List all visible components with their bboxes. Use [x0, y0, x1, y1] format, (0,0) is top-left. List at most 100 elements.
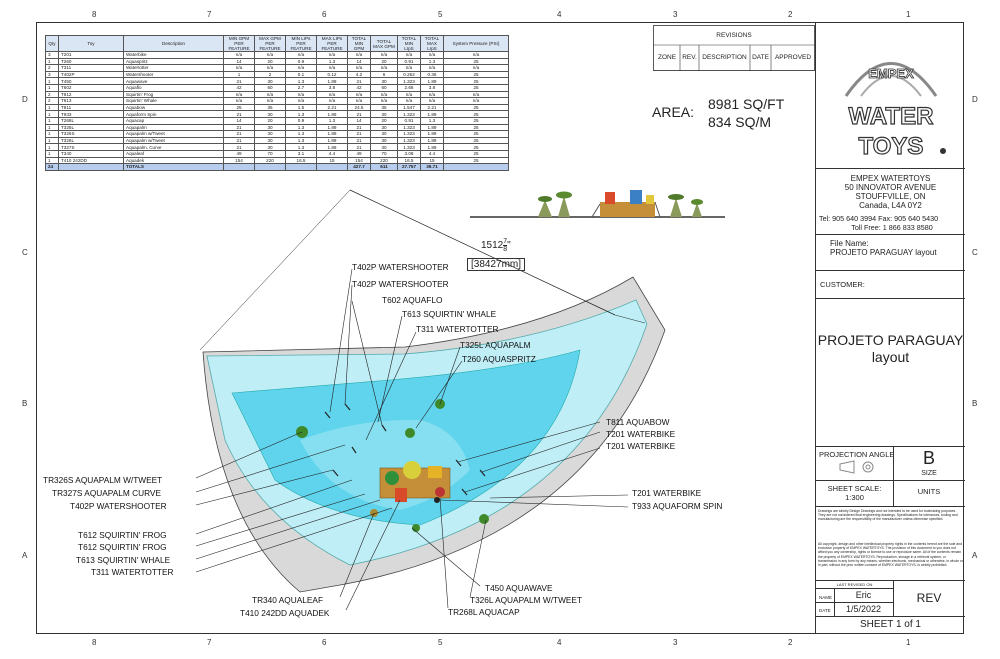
- col-min-lips: MIN LIPs PER FEATURE: [285, 35, 317, 52]
- callout-t201-waterbike-2: T201 WATERBIKE: [606, 441, 676, 451]
- area-sqft: 8981 SQ/FT: [708, 96, 785, 112]
- col-qty: Qty: [45, 35, 59, 52]
- callout-t201-waterbike-3: T201 WATERBIKE: [632, 488, 702, 498]
- project-title: PROJETO PARAGUAY layout: [816, 332, 965, 366]
- callout-tr340-aqualeaf: TR340 AQUALEAF: [252, 595, 324, 605]
- dimension-imperial-unit: ": [507, 240, 511, 252]
- date-value: 1/5/2022: [845, 604, 882, 614]
- last-revised-label: LAST REVISED ON: [836, 582, 873, 587]
- disclaimer-2: All copyright, design and other intellec…: [818, 542, 963, 568]
- dimension-line-c: [614, 314, 646, 324]
- company-address-1: 50 INNOVATOR AVENUE: [844, 183, 937, 192]
- elevation-structure: [591, 190, 661, 218]
- dimension-imperial-num: 7: [503, 238, 508, 246]
- rev-col-zone: ZONE: [657, 54, 677, 61]
- dimension-imperial-den: 8: [503, 246, 508, 253]
- quantity-table-header: Qty Toy Description MIN GPM PER FEATURE …: [45, 35, 509, 52]
- col-max-lips: MAX LIPs PER FEATURE: [316, 35, 348, 52]
- elevation-palm-2: [556, 191, 572, 217]
- zone-bottom-3: 3: [673, 638, 678, 647]
- callout-t311-watertotter-1: T311 WATERTOTTER: [416, 324, 499, 334]
- projection-angle-label: PROJECTION ANGLE: [819, 450, 895, 459]
- zone-top-7: 7: [207, 10, 212, 19]
- callout-t402p-watershooter-3: T402P WATERSHOOTER: [70, 501, 167, 511]
- callout-t201-waterbike-1: T201 WATERBIKE: [606, 429, 676, 439]
- zone-left-C: C: [22, 248, 28, 257]
- elevation-palm-4: [691, 199, 703, 217]
- aquadek-structure: [379, 461, 451, 502]
- zone-left-A: A: [22, 551, 28, 560]
- project-title-line-1: PROJETO PARAGUAY: [817, 332, 964, 348]
- col-description: Description: [123, 35, 224, 52]
- dimension-metric: [38427mm]: [467, 258, 526, 271]
- svg-text:TOYS: TOYS: [859, 133, 924, 160]
- callout-t602-aquaflo: T602 AQUAFLO: [382, 295, 443, 305]
- callout-tr327s-aquapalm-curve: TR327S AQUAPALM CURVE: [52, 488, 161, 498]
- callout-tr326s-aquapalm-tweet: TR326S AQUAPALM W/TWEET: [43, 475, 163, 485]
- revisions-title: REVISIONS: [716, 32, 752, 39]
- zone-top-8: 8: [92, 10, 97, 19]
- zone-left-B: B: [22, 399, 28, 408]
- zone-right-B: B: [972, 399, 978, 408]
- elevation-palm-3: [668, 194, 684, 217]
- zone-top-6: 6: [322, 10, 327, 19]
- sheet-number: SHEET 1 of 1: [860, 619, 921, 630]
- revisions-block: REVISIONS ZONE REV. DESCRIPTION DATE APP…: [653, 25, 815, 71]
- company-address-2: STOUFFVILLE, ON: [855, 192, 926, 201]
- empex-logo-graphic: EMPEX WATER TOYS: [844, 62, 946, 161]
- callout-t402p-watershooter-2: T402P WATERSHOOTER: [352, 279, 449, 289]
- zone-bottom-5: 5: [438, 638, 443, 647]
- col-total-min-gpm: TOTAL MIN GPM: [347, 35, 371, 52]
- title-block: EMPEX WATER TOYS EMPEX WATERTOYS 50 INNO…: [815, 22, 965, 634]
- callout-t933-aquaform-spin: T933 AQUAFORM SPIN: [632, 501, 723, 511]
- callout-tr268l-aquacap: TR268L AQUACAP: [448, 607, 520, 617]
- rev-label: REV: [916, 591, 942, 605]
- revisions-grid: [653, 25, 815, 71]
- table-cell: [443, 163, 509, 171]
- zone-bottom-2: 2: [788, 638, 793, 647]
- zone-right-D: D: [972, 95, 978, 104]
- company-name: EMPEX WATERTOYS: [850, 174, 931, 183]
- rev-col-rev: REV.: [682, 54, 697, 61]
- date-label: DATE: [819, 608, 831, 613]
- drawing-frame: [36, 22, 964, 634]
- zone-top-5: 5: [438, 10, 443, 19]
- units-label: UNITS: [917, 487, 941, 496]
- col-toy: Toy: [58, 35, 124, 52]
- callout-t326l-aquapalm-tweet: T326L AQUAPALM W/TWEET: [470, 595, 583, 605]
- zone-left-D: D: [22, 95, 28, 104]
- projection-angle-icon: [839, 460, 874, 474]
- callout-t811-aquabow: T811 AQUABOW: [606, 417, 670, 427]
- zone-bottom-8: 8: [92, 638, 97, 647]
- feature-nozzles: [324, 403, 486, 496]
- company-address-3: Canada, L4A 0Y2: [859, 201, 922, 210]
- dimension-imperial-main: 1512: [481, 240, 504, 252]
- callout-t613-squirtin-whale-2: T613 SQUIRTIN' WHALE: [76, 555, 171, 565]
- rev-col-description: DESCRIPTION: [702, 54, 747, 61]
- callout-t613-squirtin-whale-1: T613 SQUIRTIN' WHALE: [402, 309, 497, 319]
- callout-t311-watertotter-2: T311 WATERTOTTER: [91, 567, 174, 577]
- callout-t450-aquawave: T450 AQUAWAVE: [485, 583, 553, 593]
- col-total-max-lips: TOTAL MAX LIpS: [420, 35, 444, 52]
- empex-logo: EMPEX WATER TOYS: [826, 36, 956, 176]
- area-sqm: 834 SQ/M: [708, 114, 772, 130]
- elevation-view: [470, 190, 725, 218]
- plan-drawing: [195, 189, 666, 611]
- zone-bottom-1: 1: [906, 638, 911, 647]
- zone-top-4: 4: [557, 10, 562, 19]
- zone-right-A: A: [972, 551, 978, 560]
- dimension-line-b: [199, 189, 351, 351]
- company-phone: Tel: 905 640 3994 Fax: 905 640 5430: [819, 214, 939, 223]
- area-label: AREA:: [652, 104, 695, 120]
- rev-col-approved: APPROVED: [774, 54, 812, 61]
- svg-text:WATER: WATER: [849, 103, 934, 130]
- quantity-table: Qty Toy Description MIN GPM PER FEATURE …: [45, 35, 509, 171]
- size-letter: B: [922, 448, 935, 468]
- company-info: EMPEX WATERTOYS 50 INNOVATOR AVENUE STOU…: [816, 174, 965, 210]
- rev-col-date: DATE: [752, 54, 769, 61]
- customer-label: CUSTOMER:: [820, 280, 865, 289]
- company-contact: Tel: 905 640 3994 Fax: 905 640 5430 Toll…: [819, 214, 965, 232]
